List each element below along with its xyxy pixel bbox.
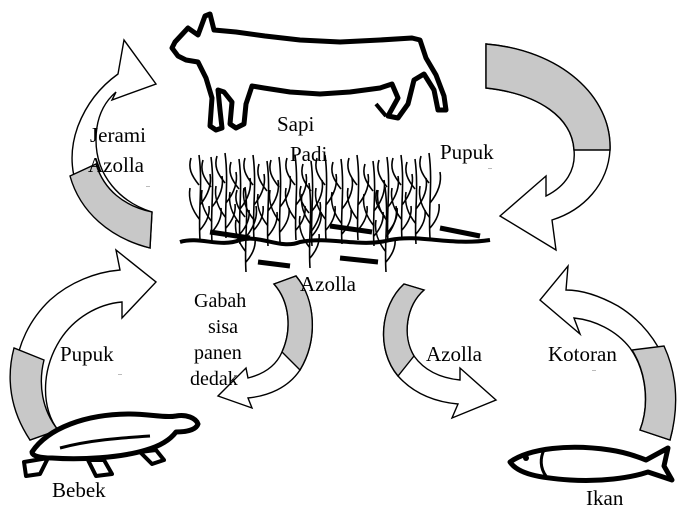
residue-label: sisa	[208, 316, 238, 339]
bran-label: dedak	[190, 368, 238, 390]
manure-label: Kotoran	[548, 342, 617, 366]
azolla-fish-label: Azolla	[426, 342, 482, 366]
arrow-fertilizer-top	[486, 44, 610, 250]
paddy-field-icon	[180, 153, 490, 272]
straw-label: Jerami	[90, 123, 146, 147]
fertilizer-left-label: Pupuk	[60, 342, 114, 366]
fish-label: Ikan	[586, 486, 623, 510]
fish-icon	[510, 447, 672, 480]
grain-label: Gabah	[194, 290, 246, 313]
paddy-label: Padi	[290, 142, 327, 166]
harvest-label: panen	[194, 342, 242, 365]
duck-label: Bebek	[52, 478, 106, 502]
straw-azolla-label: Azolla	[88, 153, 144, 177]
azolla-label: Azolla	[300, 272, 356, 296]
cow-label: Sapi	[277, 112, 314, 136]
fertilizer-top-label: Pupuk	[440, 140, 494, 164]
